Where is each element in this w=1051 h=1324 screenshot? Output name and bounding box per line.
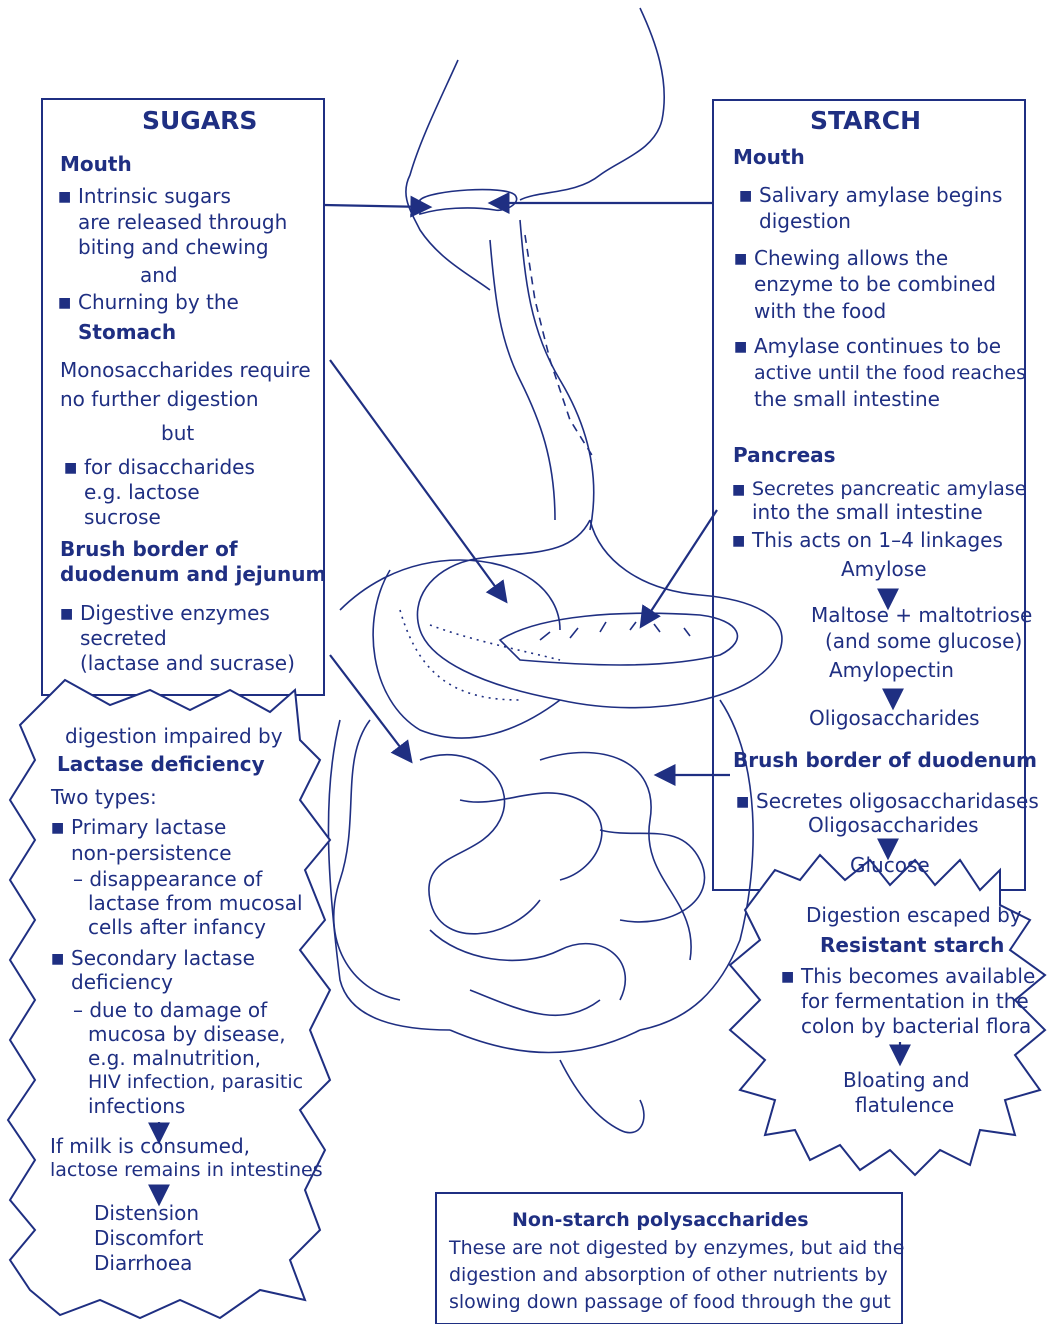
starch-maltose-line2: (and some glucose) xyxy=(825,629,1022,654)
lactase-secondary-line2: deficiency xyxy=(71,970,173,995)
sugars-bullet2-line1: Churning by the xyxy=(78,290,239,315)
starch-bullet2-line1: Chewing allows the xyxy=(754,246,948,271)
starch-title: STARCH xyxy=(810,108,921,133)
resistant-intro: Digestion escaped by xyxy=(806,903,1022,928)
nsp-body-line2: digestion and absorption of other nutrie… xyxy=(449,1263,888,1288)
lactase-intro: digestion impaired by xyxy=(65,724,283,749)
starch-bullet3-line3: the small intestine xyxy=(754,387,940,412)
lactase-milk-line1: If milk is consumed, xyxy=(50,1134,250,1159)
sugars-bullet2-line2: Stomach xyxy=(78,320,176,345)
lactase-secondary-detail-line4: HIV infection, parasitic xyxy=(88,1070,303,1095)
sugars-and: and xyxy=(140,263,178,288)
sugars-bullet3-line2: e.g. lactose xyxy=(84,480,200,505)
lactase-symptom-discomfort: Discomfort xyxy=(94,1226,203,1251)
lactase-symptom-diarrhoea: Diarrhoea xyxy=(94,1251,192,1276)
starch-bullet4-line2: into the small intestine xyxy=(752,500,983,525)
lactase-primary-detail-line3: cells after infancy xyxy=(88,915,266,940)
lactase-secondary-detail-line5: infections xyxy=(88,1094,185,1119)
starch-amylose: Amylose xyxy=(841,557,927,582)
lactase-heading: Lactase deficiency xyxy=(57,752,265,777)
sugars-title: SUGARS xyxy=(142,108,257,133)
starch-glucose: Glucose xyxy=(850,853,930,878)
starch-oligosaccharides: Oligosaccharides xyxy=(809,706,980,731)
starch-pancreas-heading: Pancreas xyxy=(733,443,836,468)
lactase-primary-detail-line2: lactase from mucosal xyxy=(88,891,303,916)
starch-bullet2-line3: with the food xyxy=(754,299,886,324)
sugars-brush-heading-line1: Brush border of xyxy=(60,537,238,562)
starch-bullet2-line2: enzyme to be combined xyxy=(754,272,996,297)
resistant-bullet-line3: colon by bacterial flora xyxy=(801,1014,1031,1039)
starch-bullet1-line2: digestion xyxy=(759,209,851,234)
sugars-bullet1-line1: Intrinsic sugars xyxy=(78,184,231,209)
starch-bullet3-line1: Amylase continues to be xyxy=(754,334,1001,359)
lactase-secondary-detail-line2: mucosa by disease, xyxy=(88,1022,286,1047)
resistant-bullet-line2: for fermentation in the xyxy=(801,989,1029,1014)
resistant-heading: Resistant starch xyxy=(820,933,1004,958)
sugars-bullet4-line1: Digestive enzymes xyxy=(80,601,270,626)
starch-bullet6: Secretes oligosaccharidases xyxy=(756,789,1039,814)
nsp-body-line3: slowing down passage of food through the… xyxy=(449,1290,891,1315)
resistant-bullet-line1: This becomes available xyxy=(801,964,1035,989)
sugars-brush-heading-line2: duodenum and jejunum xyxy=(60,562,326,587)
starch-maltose-line1: Maltose + maltotriose xyxy=(811,603,1032,628)
nsp-heading: Non-starch polysaccharides xyxy=(512,1208,809,1233)
starch-bullet4-line1: Secretes pancreatic amylase xyxy=(752,477,1026,502)
lactase-primary-line2: non-persistence xyxy=(71,841,232,866)
lactase-primary-line1: Primary lactase xyxy=(71,815,226,840)
sugars-mono-line2: no further digestion xyxy=(60,387,259,412)
sugars-bullet3-line3: sucrose xyxy=(84,505,161,530)
starch-oligosaccharides-2: Oligosaccharides xyxy=(808,813,979,838)
lactase-milk-line2: lactose remains in intestines xyxy=(50,1158,323,1183)
lactase-secondary-detail-line3: e.g. malnutrition, xyxy=(88,1046,261,1071)
lactase-primary-detail-line1: – disappearance of xyxy=(73,867,262,892)
lactase-secondary-line1: Secondary lactase xyxy=(71,946,255,971)
sugars-mono-line1: Monosaccharides require xyxy=(60,358,311,383)
sugars-but: but xyxy=(161,421,194,446)
starch-bullet5: This acts on 1–4 linkages xyxy=(752,528,1003,553)
starch-mouth-heading: Mouth xyxy=(733,145,805,170)
starch-bullet1-line1: Salivary amylase begins xyxy=(759,183,1002,208)
starch-amylopectin: Amylopectin xyxy=(829,658,954,683)
starch-brush-heading: Brush border of duodenum xyxy=(733,748,1037,773)
sugars-mouth-heading: Mouth xyxy=(60,152,132,177)
starch-bullet3-line2: active until the food reaches xyxy=(754,361,1026,386)
sugars-bullet3-line1: for disaccharides xyxy=(84,455,255,480)
sugars-bullet1-line2: are released through xyxy=(78,210,287,235)
lactase-secondary-detail-line1: – due to damage of xyxy=(73,998,267,1023)
nsp-body-line1: These are not digested by enzymes, but a… xyxy=(449,1236,904,1261)
sugars-bullet4-line3: (lactase and sucrase) xyxy=(80,651,295,676)
sugars-bullet1-line3: biting and chewing xyxy=(78,235,269,260)
sugars-bullet4-line2: secreted xyxy=(80,626,167,651)
lactase-two-types: Two types: xyxy=(51,785,157,810)
lactase-symptom-distension: Distension xyxy=(94,1201,199,1226)
resistant-result-line2: flatulence xyxy=(855,1093,954,1118)
resistant-result-line1: Bloating and xyxy=(843,1068,970,1093)
